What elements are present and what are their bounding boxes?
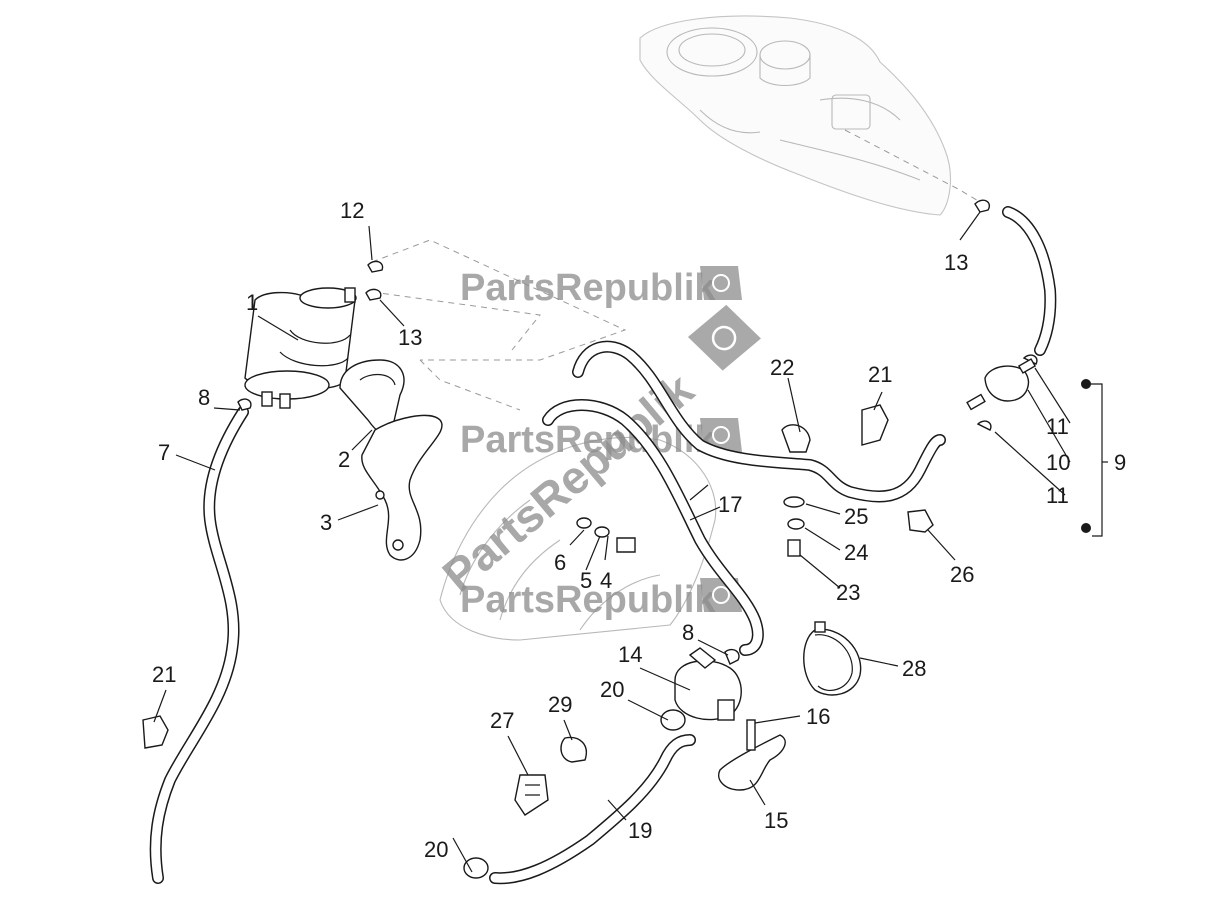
callout-4: 4 (600, 568, 612, 593)
hardware-4-5-6 (576, 517, 636, 553)
carbon-canister-1 (244, 287, 357, 409)
callout-22: 22 (770, 355, 794, 380)
leader-lines (153, 211, 1071, 873)
callout-29: 29 (548, 692, 572, 717)
vacuum-valve-14 (674, 647, 742, 721)
callout-21: 21 (868, 362, 892, 387)
clip-21-b (142, 715, 169, 749)
hose-17 (542, 399, 764, 656)
clip-26 (907, 509, 934, 533)
fuel-tank-outline (639, 15, 951, 216)
callout-3: 3 (320, 510, 332, 535)
hardware-23-24-25 (783, 496, 805, 557)
callout-23: 23 (836, 580, 860, 605)
gear-flag-icon (700, 266, 742, 300)
callout-9: 9 (1114, 450, 1126, 475)
valve-10 (966, 358, 1037, 411)
callout-2: 2 (338, 447, 350, 472)
callout-11: 11 (1046, 414, 1069, 439)
body-panel-outline (439, 436, 717, 641)
callout-10: 10 (1046, 450, 1070, 475)
callout-7: 7 (158, 440, 170, 465)
watermark-brand-text: PartsRepublik (460, 267, 716, 309)
callout-20: 20 (424, 837, 448, 862)
callout-17: 17 (718, 492, 742, 517)
clamps-20 (463, 709, 686, 879)
callout-27: 27 (490, 708, 514, 733)
watermark-brand-text: PartsRepublik (460, 579, 716, 621)
callout-24: 24 (844, 540, 868, 565)
callout-20: 20 (600, 677, 624, 702)
callout-11: 11 (1046, 483, 1069, 508)
callout-19: 19 (628, 818, 652, 843)
clamp-28 (803, 621, 862, 696)
clips-small (237, 199, 1038, 665)
bracket-3 (361, 414, 443, 561)
callout-8: 8 (198, 385, 210, 410)
callout-6: 6 (554, 550, 566, 575)
watermark-brand-text: PartsRepublik (460, 419, 716, 461)
bracket-15 (718, 719, 786, 791)
clamp-22 (781, 424, 811, 453)
callout-5: 5 (580, 568, 592, 593)
mounting-dashed-lines (371, 129, 986, 411)
watermark-1: PartsRepublik (460, 266, 742, 309)
group-bracket-9 (1081, 379, 1108, 537)
hose-long-middle (572, 340, 946, 503)
callout-15: 15 (764, 808, 788, 833)
cap-29 (560, 736, 587, 763)
callout-8: 8 (682, 620, 694, 645)
hose-upper-right (1002, 206, 1057, 356)
callout-12: 12 (340, 198, 364, 223)
callout-16: 16 (806, 704, 830, 729)
hose-19 (489, 734, 696, 885)
callout-13: 13 (398, 325, 422, 350)
callout-labels: 1 2 3 4 5 6 7 8 8 9 10 11 11 12 13 13 14… (152, 198, 1126, 862)
connector-27 (514, 774, 549, 816)
clip-21-a (861, 404, 889, 446)
callout-13: 13 (944, 250, 968, 275)
watermark-2: PartsRepublik (460, 418, 742, 461)
callout-21: 21 (152, 662, 176, 687)
callout-28: 28 (902, 656, 926, 681)
gear-flag-icon (687, 304, 761, 371)
callout-25: 25 (844, 504, 868, 529)
callout-14: 14 (618, 642, 642, 667)
callout-26: 26 (950, 562, 974, 587)
hose-7 (149, 406, 249, 884)
callout-1: 1 (246, 290, 258, 315)
